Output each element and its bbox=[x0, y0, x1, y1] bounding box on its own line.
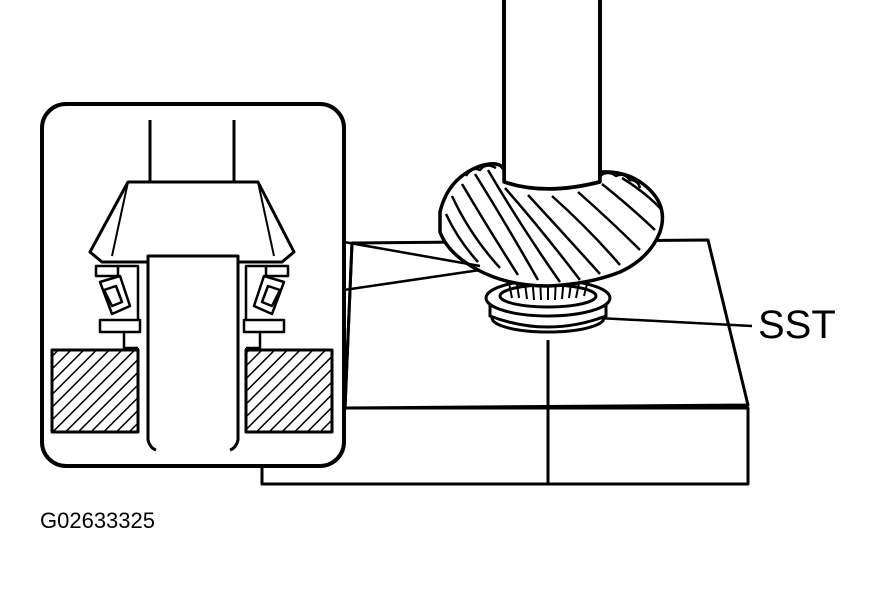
sst-label: SST bbox=[758, 303, 836, 347]
figure-id: G02633325 bbox=[40, 508, 155, 533]
inset-shaft bbox=[148, 120, 236, 182]
inset-fixture-left bbox=[50, 348, 140, 434]
detail-inset bbox=[40, 102, 346, 468]
inset-bearing-left bbox=[94, 264, 142, 350]
leader-lines bbox=[343, 240, 753, 328]
inset-gear-cone bbox=[88, 180, 296, 264]
pinion-gear bbox=[438, 162, 665, 288]
inset-fixture-right bbox=[244, 348, 334, 434]
inset-bearing-right bbox=[242, 264, 290, 350]
press-shaft bbox=[502, 0, 602, 191]
